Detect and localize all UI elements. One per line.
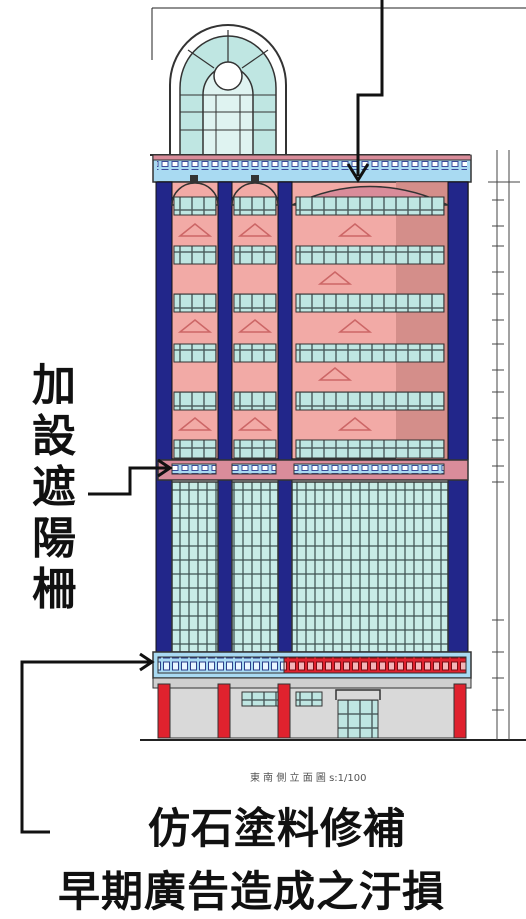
upper-window-rows (173, 196, 445, 459)
roof-eave-band (152, 154, 472, 183)
dimension-lines (488, 150, 520, 740)
sunshade-label-char: 陽 (32, 513, 76, 564)
ground-floor (140, 677, 526, 741)
stone-coating-label: 仿石塗料修補 (148, 804, 407, 853)
curtain-wall-glazing (171, 481, 449, 653)
sunshade-band (157, 459, 469, 481)
sunshade-label-char: 設 (32, 411, 76, 462)
navy-columns (155, 181, 469, 655)
sunshade-label-char: 柵 (32, 564, 76, 615)
sunshade-label-char: 遮 (32, 462, 76, 513)
sunshade-label: 加 設 遮 陽 柵 (28, 360, 80, 615)
top-leader-arrow (346, 0, 384, 183)
stone-coating-band (152, 651, 472, 679)
window-pediments (177, 223, 373, 431)
frame-lines (151, 7, 526, 60)
drawing-scale-title: 東 南 側 立 面 圖 s:1/100 (250, 773, 367, 784)
stain-caption-label: 早期廣告造成之汙損 (58, 867, 446, 916)
stone-coating-leader-arrow (20, 652, 155, 834)
sunshade-label-char: 加 (32, 360, 76, 411)
sunshade-leader-arrow (88, 458, 173, 496)
upper-facade-wall (157, 181, 469, 460)
rooftop-arch-tower (150, 24, 470, 156)
